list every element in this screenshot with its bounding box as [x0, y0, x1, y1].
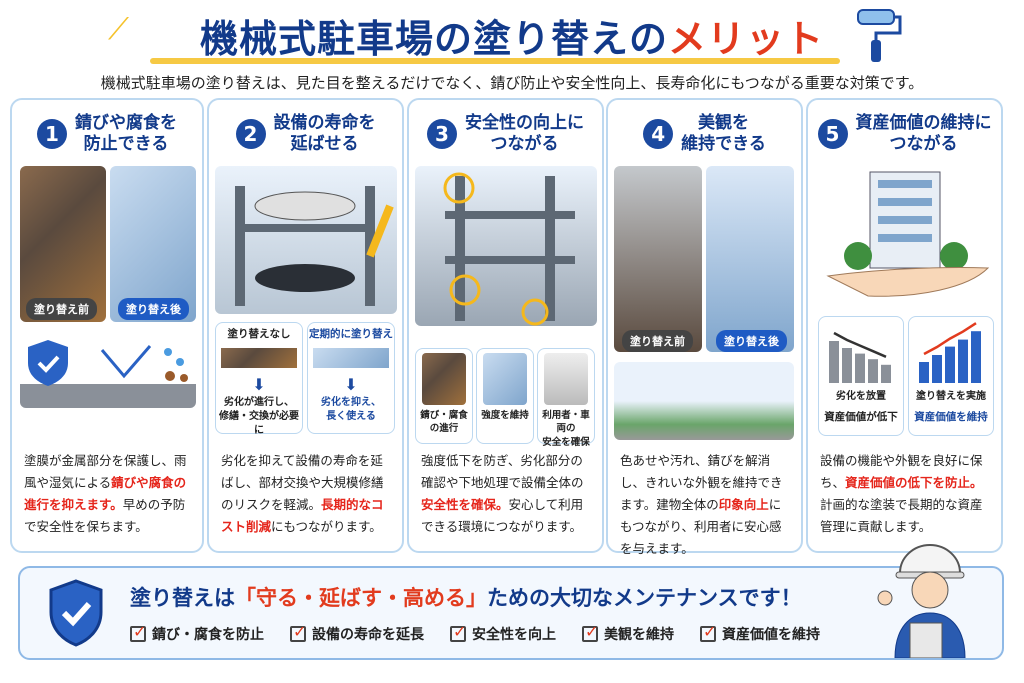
- after-lift-image: [706, 166, 794, 352]
- chart-bar: [919, 362, 929, 383]
- card-number: 5: [817, 119, 848, 149]
- checkbox-icon: [450, 622, 466, 642]
- card-description: 塗膜が金属部分を保護し、雨風や湿気による錆びや腐食の進行を抑えます。早めの予防で…: [24, 453, 187, 534]
- beam-icon: [221, 347, 297, 368]
- page-title: 機械式駐車場の塗り替えのメリット: [199, 17, 825, 61]
- card-number: 2: [235, 119, 266, 149]
- before-tag: 塗り替え前: [26, 298, 97, 320]
- worker-illustration: [877, 544, 966, 658]
- card-title: 錆びや腐食を 防止できる: [75, 112, 177, 154]
- benefit-card-3: 3 安全性の向上に つながる錆び・腐食 の進行強度を維持利用者・車両の 安全を確保…: [407, 98, 604, 553]
- checkbox-icon: [130, 622, 146, 642]
- protection-illustration: [20, 340, 196, 408]
- trend-arrow: [833, 331, 887, 358]
- card-number: 4: [643, 119, 674, 149]
- safety-box: 利用者・車両の 安全を確保: [537, 348, 595, 448]
- safety-illustration: [483, 353, 527, 405]
- value-bar-chart: [919, 322, 981, 383]
- check-item: 美観を維持: [582, 622, 674, 644]
- after-tag: 塗り替え後: [118, 298, 189, 320]
- card-description: 設備の機能や外観を良好に保ち、資産価値の低下を防止。計画的な塗装で長期的な資産管…: [820, 453, 983, 534]
- chart-bar: [868, 359, 878, 383]
- beam-icon: [313, 347, 389, 368]
- safety-illustration: [422, 353, 466, 405]
- check-item: 安全性を向上: [450, 622, 556, 644]
- compare-box: 塗り替えなし⬇劣化が進行し、 修繕・交換が必要に: [215, 322, 303, 436]
- subtitle: 機械式駐車場の塗り替えは、見た目を整えるだけでなく、錆び防止や安全性向上、長寿命…: [100, 74, 924, 92]
- checkbox-icon: [582, 622, 598, 642]
- chart-bar: [971, 331, 981, 383]
- rusted-beam-image: [20, 166, 106, 322]
- chart-bar: [881, 364, 891, 383]
- card-description: 劣化を抑えて設備の寿命を延ばし、部材交換や大規模修繕のリスクを軽減。長期的なコス…: [221, 453, 384, 534]
- chart-bar: [945, 346, 955, 383]
- arrow-down-icon: ⬇: [344, 374, 358, 394]
- safety-illustration: [544, 353, 588, 405]
- parking-lift-image: [215, 166, 397, 314]
- card-title: 資産価値の維持に つながる: [855, 112, 992, 154]
- checkbox-icon: [290, 622, 306, 642]
- compare-box: 定期的に塗り替え⬇劣化を抑え、 長く使える: [307, 322, 395, 434]
- hand-building-illustration: [826, 171, 990, 297]
- card-title: 美観を 維持できる: [681, 112, 766, 154]
- shield-check-icon: [49, 579, 103, 647]
- check-item: 設備の寿命を延長: [290, 622, 424, 644]
- value-chart-box: 劣化を放置資産価値が低下: [818, 316, 904, 436]
- sparkle-icon: ⟋: [108, 12, 129, 47]
- painted-beam-image: [110, 166, 196, 322]
- summary-banner: 塗り替えは「守る・延ばす・高める」ための大切なメンテナンスです！ 錆び・腐食を防…: [18, 544, 1004, 660]
- chart-bar: [829, 341, 839, 383]
- check-item: 資産価値を維持: [700, 622, 820, 644]
- safety-box: 錆び・腐食 の進行: [415, 348, 473, 444]
- chart-bar: [958, 339, 968, 383]
- chart-bar: [855, 353, 865, 383]
- card-number: 3: [427, 119, 457, 149]
- checkbox-icon: [700, 622, 716, 642]
- check-item: 錆び・腐食を防止: [130, 622, 264, 644]
- trend-arrow: [923, 322, 977, 356]
- chart-bar: [932, 355, 942, 383]
- safety-box: 強度を維持: [476, 348, 534, 444]
- card-title: 設備の寿命を 延ばせる: [273, 112, 376, 154]
- banner-message: 塗り替えは「守る・延ばす・高める」ための大切なメンテナンスです！: [130, 586, 802, 610]
- card-description: 色あせや汚れ、錆びを解消し、きれいな外観を維持できます。建物全体の印象向上にもつ…: [620, 453, 783, 556]
- card-description: 強度低下を防ぎ、劣化部分の確認や下地処理で設備全体の安全性を確保。安心して利用で…: [421, 453, 584, 534]
- value-chart-box: 塗り替えを実施資産価値を維持: [908, 316, 994, 436]
- benefit-card-1: 1 錆びや腐食を 防止できる 塗り替え前 塗り替え後 塗膜が金属部分を保護し、雨風…: [10, 98, 204, 553]
- paint-roller-icon: [857, 9, 902, 62]
- title-underline: [150, 58, 840, 64]
- card-title: 安全性の向上に つながる: [465, 112, 584, 154]
- arrow-down-icon: ⬇: [252, 374, 266, 394]
- building-image: [614, 362, 794, 440]
- chart-bar: [842, 348, 852, 383]
- before-lift-image: [614, 166, 702, 352]
- after-tag: 塗り替え後: [716, 330, 787, 352]
- value-bar-chart: [829, 331, 891, 383]
- card-number: 1: [37, 119, 67, 149]
- parking-stairs-image: [415, 166, 597, 326]
- before-tag: 塗り替え前: [622, 330, 693, 352]
